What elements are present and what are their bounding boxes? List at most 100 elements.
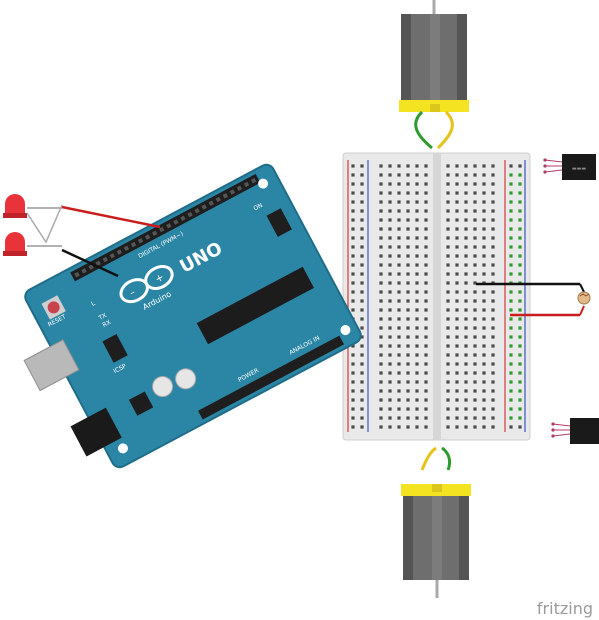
breadboard-hole xyxy=(388,254,392,258)
breadboard-hole xyxy=(351,173,355,177)
breadboard-hole xyxy=(455,353,459,357)
breadboard-hole xyxy=(473,326,477,330)
breadboard-hole xyxy=(509,272,513,276)
breadboard-hole xyxy=(491,182,495,186)
breadboard-hole xyxy=(482,371,486,375)
breadboard-hole xyxy=(518,317,522,321)
breadboard-hole xyxy=(464,227,468,231)
breadboard-hole xyxy=(397,299,401,303)
breadboard-hole xyxy=(424,317,428,321)
breadboard-hole xyxy=(424,227,428,231)
breadboard-hole xyxy=(379,362,383,366)
breadboard-hole xyxy=(518,398,522,402)
breadboard-hole xyxy=(360,308,364,312)
breadboard-hole xyxy=(455,317,459,321)
breadboard-hole xyxy=(473,380,477,384)
breadboard-hole xyxy=(388,290,392,294)
breadboard-hole xyxy=(415,317,419,321)
breadboard-hole xyxy=(464,182,468,186)
breadboard-hole xyxy=(446,227,450,231)
breadboard-hole xyxy=(518,272,522,276)
breadboard-hole xyxy=(424,371,428,375)
breadboard-hole xyxy=(491,164,495,168)
breadboard-hole xyxy=(491,254,495,258)
breadboard-hole xyxy=(424,326,428,330)
header-pin xyxy=(250,178,257,184)
breadboard-hole xyxy=(397,317,401,321)
breadboard-hole xyxy=(360,182,364,186)
breadboard-hole xyxy=(482,353,486,357)
breadboard-hole xyxy=(379,407,383,411)
breadboard-hole xyxy=(473,191,477,195)
breadboard-hole xyxy=(509,290,513,294)
breadboard-hole xyxy=(509,182,513,186)
fritzing-watermark: fritzing xyxy=(537,599,593,618)
breadboard-hole xyxy=(406,299,410,303)
breadboard-hole xyxy=(518,200,522,204)
breadboard-hole xyxy=(360,299,364,303)
breadboard-hole xyxy=(464,389,468,393)
breadboard-hole xyxy=(379,209,383,213)
breadboard-hole xyxy=(455,182,459,186)
header-pin xyxy=(81,268,87,274)
breadboard-hole xyxy=(415,200,419,204)
breadboard-hole xyxy=(360,200,364,204)
svg-text:–: – xyxy=(128,287,138,299)
breadboard-hole xyxy=(509,326,513,330)
motor-top xyxy=(399,0,469,150)
breadboard-hole xyxy=(397,290,401,294)
breadboard-hole xyxy=(455,425,459,429)
breadboard-hole xyxy=(351,272,355,276)
breadboard-hole xyxy=(464,317,468,321)
breadboard-hole xyxy=(388,218,392,222)
breadboard-hole xyxy=(424,335,428,339)
breadboard-hole xyxy=(455,362,459,366)
breadboard-hole xyxy=(509,407,513,411)
breadboard-hole xyxy=(518,344,522,348)
breadboard-hole xyxy=(351,380,355,384)
breadboard-hole xyxy=(509,236,513,240)
breadboard-hole xyxy=(351,263,355,267)
breadboard-hole xyxy=(446,407,450,411)
breadboard-hole xyxy=(360,218,364,222)
breadboard-hole xyxy=(455,380,459,384)
breadboard-hole xyxy=(424,299,428,303)
breadboard-hole xyxy=(482,182,486,186)
breadboard-hole xyxy=(406,407,410,411)
breadboard-hole xyxy=(397,272,401,276)
breadboard-hole xyxy=(379,353,383,357)
breadboard-hole xyxy=(455,236,459,240)
breadboard-hole xyxy=(446,209,450,213)
breadboard-hole xyxy=(388,182,392,186)
breadboard-hole xyxy=(446,425,450,429)
breadboard-hole xyxy=(397,263,401,267)
breadboard-hole xyxy=(518,389,522,393)
breadboard-hole xyxy=(464,407,468,411)
breadboard-hole xyxy=(415,344,419,348)
breadboard-hole xyxy=(482,317,486,321)
breadboard-hole xyxy=(415,209,419,213)
arduino-logo-icon: – + xyxy=(119,264,174,304)
breadboard-hole xyxy=(464,299,468,303)
breadboard-hole xyxy=(351,191,355,195)
breadboard-hole xyxy=(406,425,410,429)
breadboard-hole xyxy=(415,272,419,276)
breadboard-hole xyxy=(360,398,364,402)
breadboard-hole xyxy=(482,218,486,222)
breadboard-hole xyxy=(446,290,450,294)
breadboard-hole xyxy=(491,308,495,312)
breadboard-hole xyxy=(455,281,459,285)
breadboard-hole xyxy=(464,245,468,249)
breadboard-hole xyxy=(351,308,355,312)
breadboard-hole xyxy=(360,191,364,195)
header-pin xyxy=(159,226,165,233)
breadboard-hole xyxy=(509,245,513,249)
breadboard-hole xyxy=(491,299,495,303)
breadboard-hole xyxy=(446,389,450,393)
l-label: L xyxy=(90,300,97,308)
breadboard-hole xyxy=(509,173,513,177)
breadboard-hole xyxy=(455,416,459,420)
breadboard-hole xyxy=(424,308,428,312)
breadboard-hole xyxy=(379,263,383,267)
header-pin xyxy=(123,245,130,252)
